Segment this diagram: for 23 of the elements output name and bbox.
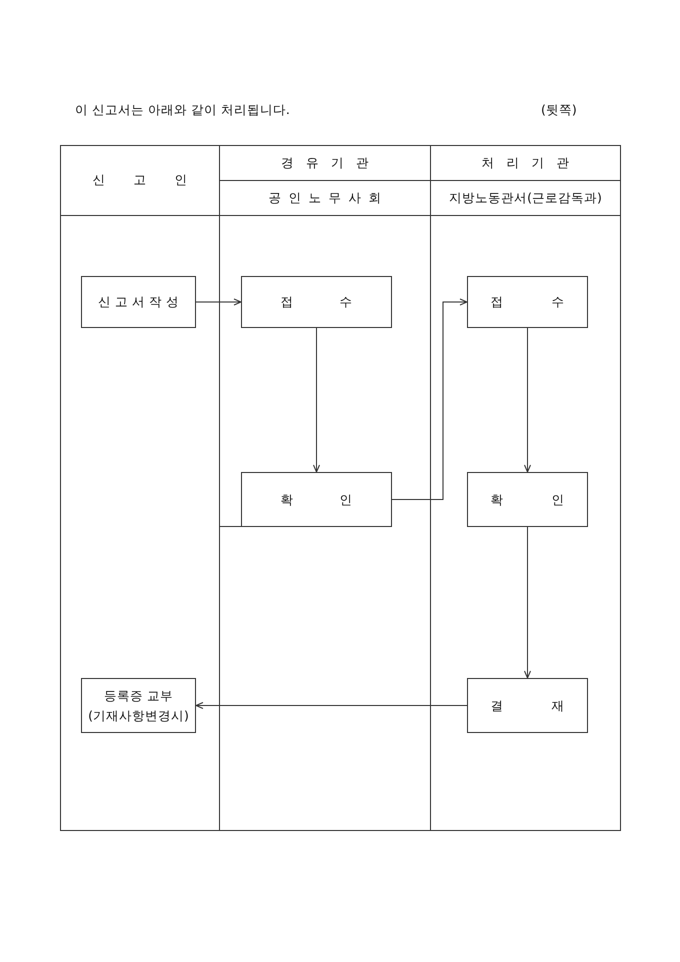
process-box: 등록증 교부 (기재사항변경시): [81, 678, 196, 733]
swimlane: [430, 145, 621, 831]
process-box: 결 재: [467, 678, 588, 733]
arrow: [196, 702, 468, 709]
lane-header: 신 고 인: [61, 146, 219, 216]
arrow: [313, 328, 320, 472]
arrow: [524, 526, 531, 678]
process-box: 확 인: [467, 472, 588, 527]
arrow: [524, 328, 531, 472]
page-side-note: (뒷쪽): [541, 102, 577, 119]
swimlane: [219, 145, 431, 831]
swimlane: [60, 145, 220, 831]
process-box: 접 수: [467, 276, 588, 328]
lane-header: 경 유 기 관: [220, 146, 430, 181]
lane-subheader: 지방노동관서(근로감독과): [431, 181, 620, 216]
arrow: [196, 298, 242, 306]
lane-header: 처 리 기 관: [431, 146, 620, 181]
intro-sentence: 이 신고서는 아래와 같이 처리됩니다.: [75, 102, 290, 119]
lane-subheader: 공 인 노 무 사 회: [220, 181, 430, 216]
process-box: 접 수: [241, 276, 392, 328]
arrow: [392, 298, 468, 500]
process-box: 신 고 서 작 성: [81, 276, 196, 328]
process-box: 확 인: [241, 472, 392, 527]
